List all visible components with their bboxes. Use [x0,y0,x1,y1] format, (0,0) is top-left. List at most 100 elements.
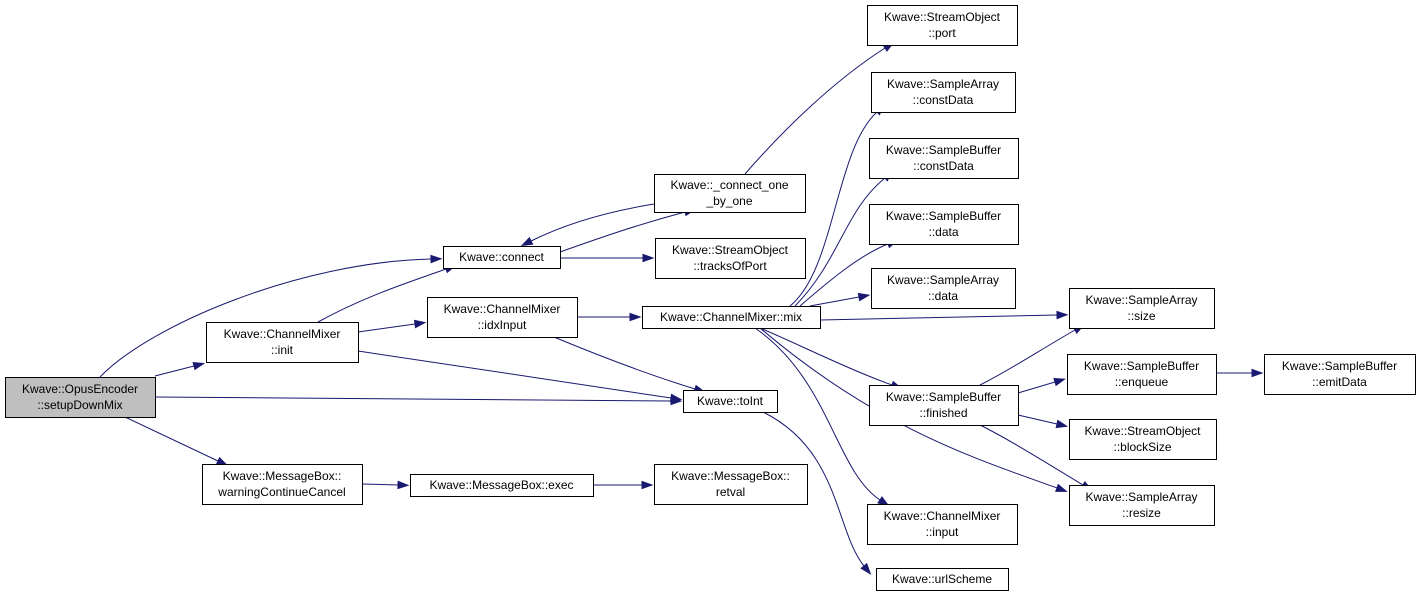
node-sb_emitData[interactable]: Kwave::SampleBuffer::emitData [1264,354,1416,395]
node-label: Kwave::StreamObject [672,243,789,257]
node-cm_init[interactable]: Kwave::ChannelMixer::init [206,322,359,363]
node-mb_wcc[interactable]: Kwave::MessageBox::warningContinueCancel [202,464,363,505]
node-connect_one[interactable]: Kwave::_connect_one_by_one [654,174,806,213]
node-label: ::finished [919,406,967,420]
node-label: ::data [928,289,958,303]
node-sa_size[interactable]: Kwave::SampleArray::size [1069,288,1215,329]
edge-line [809,296,860,307]
node-so_port[interactable]: Kwave::StreamObject::port [867,5,1018,46]
edge-cm_mix-to-sb_finished [759,327,903,389]
node-sb_enqueue[interactable]: Kwave::SampleBuffer::enqueue [1067,354,1217,395]
node-box [871,268,1016,309]
node-label: warningContinueCancel [217,485,345,499]
node-box [410,474,594,497]
node-setupDownMix[interactable]: Kwave::OpusEncoder::setupDownMix [5,377,156,418]
node-box [655,238,806,279]
node-box [654,174,806,213]
node-label: ::size [1127,309,1155,323]
node-cm_mix[interactable]: Kwave::ChannelMixer::mix [642,306,821,329]
node-label: ::input [926,525,959,539]
arrowhead [520,236,534,247]
edge-line [1017,414,1058,425]
node-box [202,464,363,505]
node-cm_input[interactable]: Kwave::ChannelMixer::input [867,504,1018,545]
node-label: ::data [928,225,958,239]
edge-setupDownMix-to-connect [99,254,443,378]
edge-line [124,416,219,462]
node-label: Kwave::connect [459,250,544,264]
edge-line [559,211,686,253]
node-box [869,138,1019,179]
arrowhead [641,480,654,490]
arrowhead [1055,419,1069,429]
edge-mb_exec-to-mb_retval [593,480,654,490]
node-label: ::constData [913,93,974,107]
edge-line [819,314,1058,321]
node-mb_retval[interactable]: Kwave::MessageBox::retval [654,464,808,505]
node-label: Kwave::toInt [697,394,764,408]
node-tracksOfPort[interactable]: Kwave::StreamObject::tracksOfPort [655,238,806,279]
node-box [206,322,359,363]
node-label: Kwave::SampleArray [887,77,999,91]
arrowhead [1055,483,1068,492]
node-sa_data[interactable]: Kwave::SampleArray::data [871,268,1016,309]
arrowhead [860,562,872,575]
edge-cm_mix-to-sa_data [809,292,871,307]
node-box [5,377,156,418]
edge-line [979,424,1084,486]
node-label: Kwave::SampleBuffer [1282,359,1397,373]
node-sb_finished[interactable]: Kwave::SampleBuffer::finished [869,385,1019,426]
node-mb_exec[interactable]: Kwave::MessageBox::exec [410,474,594,497]
node-box [654,464,808,505]
edge-setupDownMix-to-toInt [154,396,683,406]
node-sa_constData[interactable]: Kwave::SampleArray::constData [871,72,1016,113]
edge-line [799,243,889,307]
edge-line [99,258,432,378]
node-idxInput[interactable]: Kwave::ChannelMixer::idxInput [427,297,578,338]
node-label: Kwave::StreamObject [1084,424,1201,438]
edge-line [154,365,195,377]
node-so_blockSize[interactable]: Kwave::StreamObject::blockSize [1069,419,1217,460]
node-label: ::emitData [1312,375,1367,389]
node-label: Kwave::SampleBuffer [1084,359,1199,373]
arrowhead [1053,378,1067,387]
node-label: ::constData [913,159,974,173]
edge-line [759,327,893,386]
node-connect[interactable]: Kwave::connect [443,246,561,269]
node-label: ::enqueue [1115,375,1169,389]
node-label: Kwave::MessageBox:: [671,469,790,483]
node-sa_resize[interactable]: Kwave::SampleArray::resize [1069,485,1215,526]
edge-sb_finished-to-sb_enqueue [1017,378,1067,394]
edge-line [154,396,672,402]
node-sb_constData[interactable]: Kwave::SampleBuffer::constData [869,138,1019,179]
edge-cm_mix-to-sa_size [819,310,1069,321]
node-label: ::init [271,343,294,357]
node-urlScheme[interactable]: Kwave::urlScheme [876,568,1009,591]
node-label: Kwave::ChannelMixer::mix [660,310,802,324]
node-label: ::setupDownMix [37,398,122,412]
edge-line [754,327,881,501]
node-label: Kwave::SampleArray [1085,490,1197,504]
edge-line [357,350,672,399]
node-label: ::resize [1122,506,1161,520]
edge-cm_init-to-toInt [357,350,683,403]
arrowhead [192,361,206,371]
node-box [427,297,578,338]
node-box [1264,354,1416,395]
node-label: ::tracksOfPort [693,259,767,273]
node-box [867,5,1018,46]
edge-sb_finished-to-so_blockSize [1017,414,1069,429]
node-sb_data[interactable]: Kwave::SampleBuffer::data [869,204,1019,245]
node-toInt[interactable]: Kwave::toInt [683,390,778,413]
edge-line [744,47,886,175]
nodes-layer: Kwave::OpusEncoder::setupDownMix Kwave::c… [5,5,1416,591]
edge-sb_enqueue-to-sb_emitData [1216,368,1264,378]
node-box [869,385,1019,426]
arrowhead [642,253,655,263]
arrowhead [413,319,427,329]
node-label: Kwave::SampleBuffer [886,390,1001,404]
node-label: ::idxInput [478,318,527,332]
node-label: Kwave::_connect_one [670,178,788,192]
node-label: ::port [928,26,956,40]
